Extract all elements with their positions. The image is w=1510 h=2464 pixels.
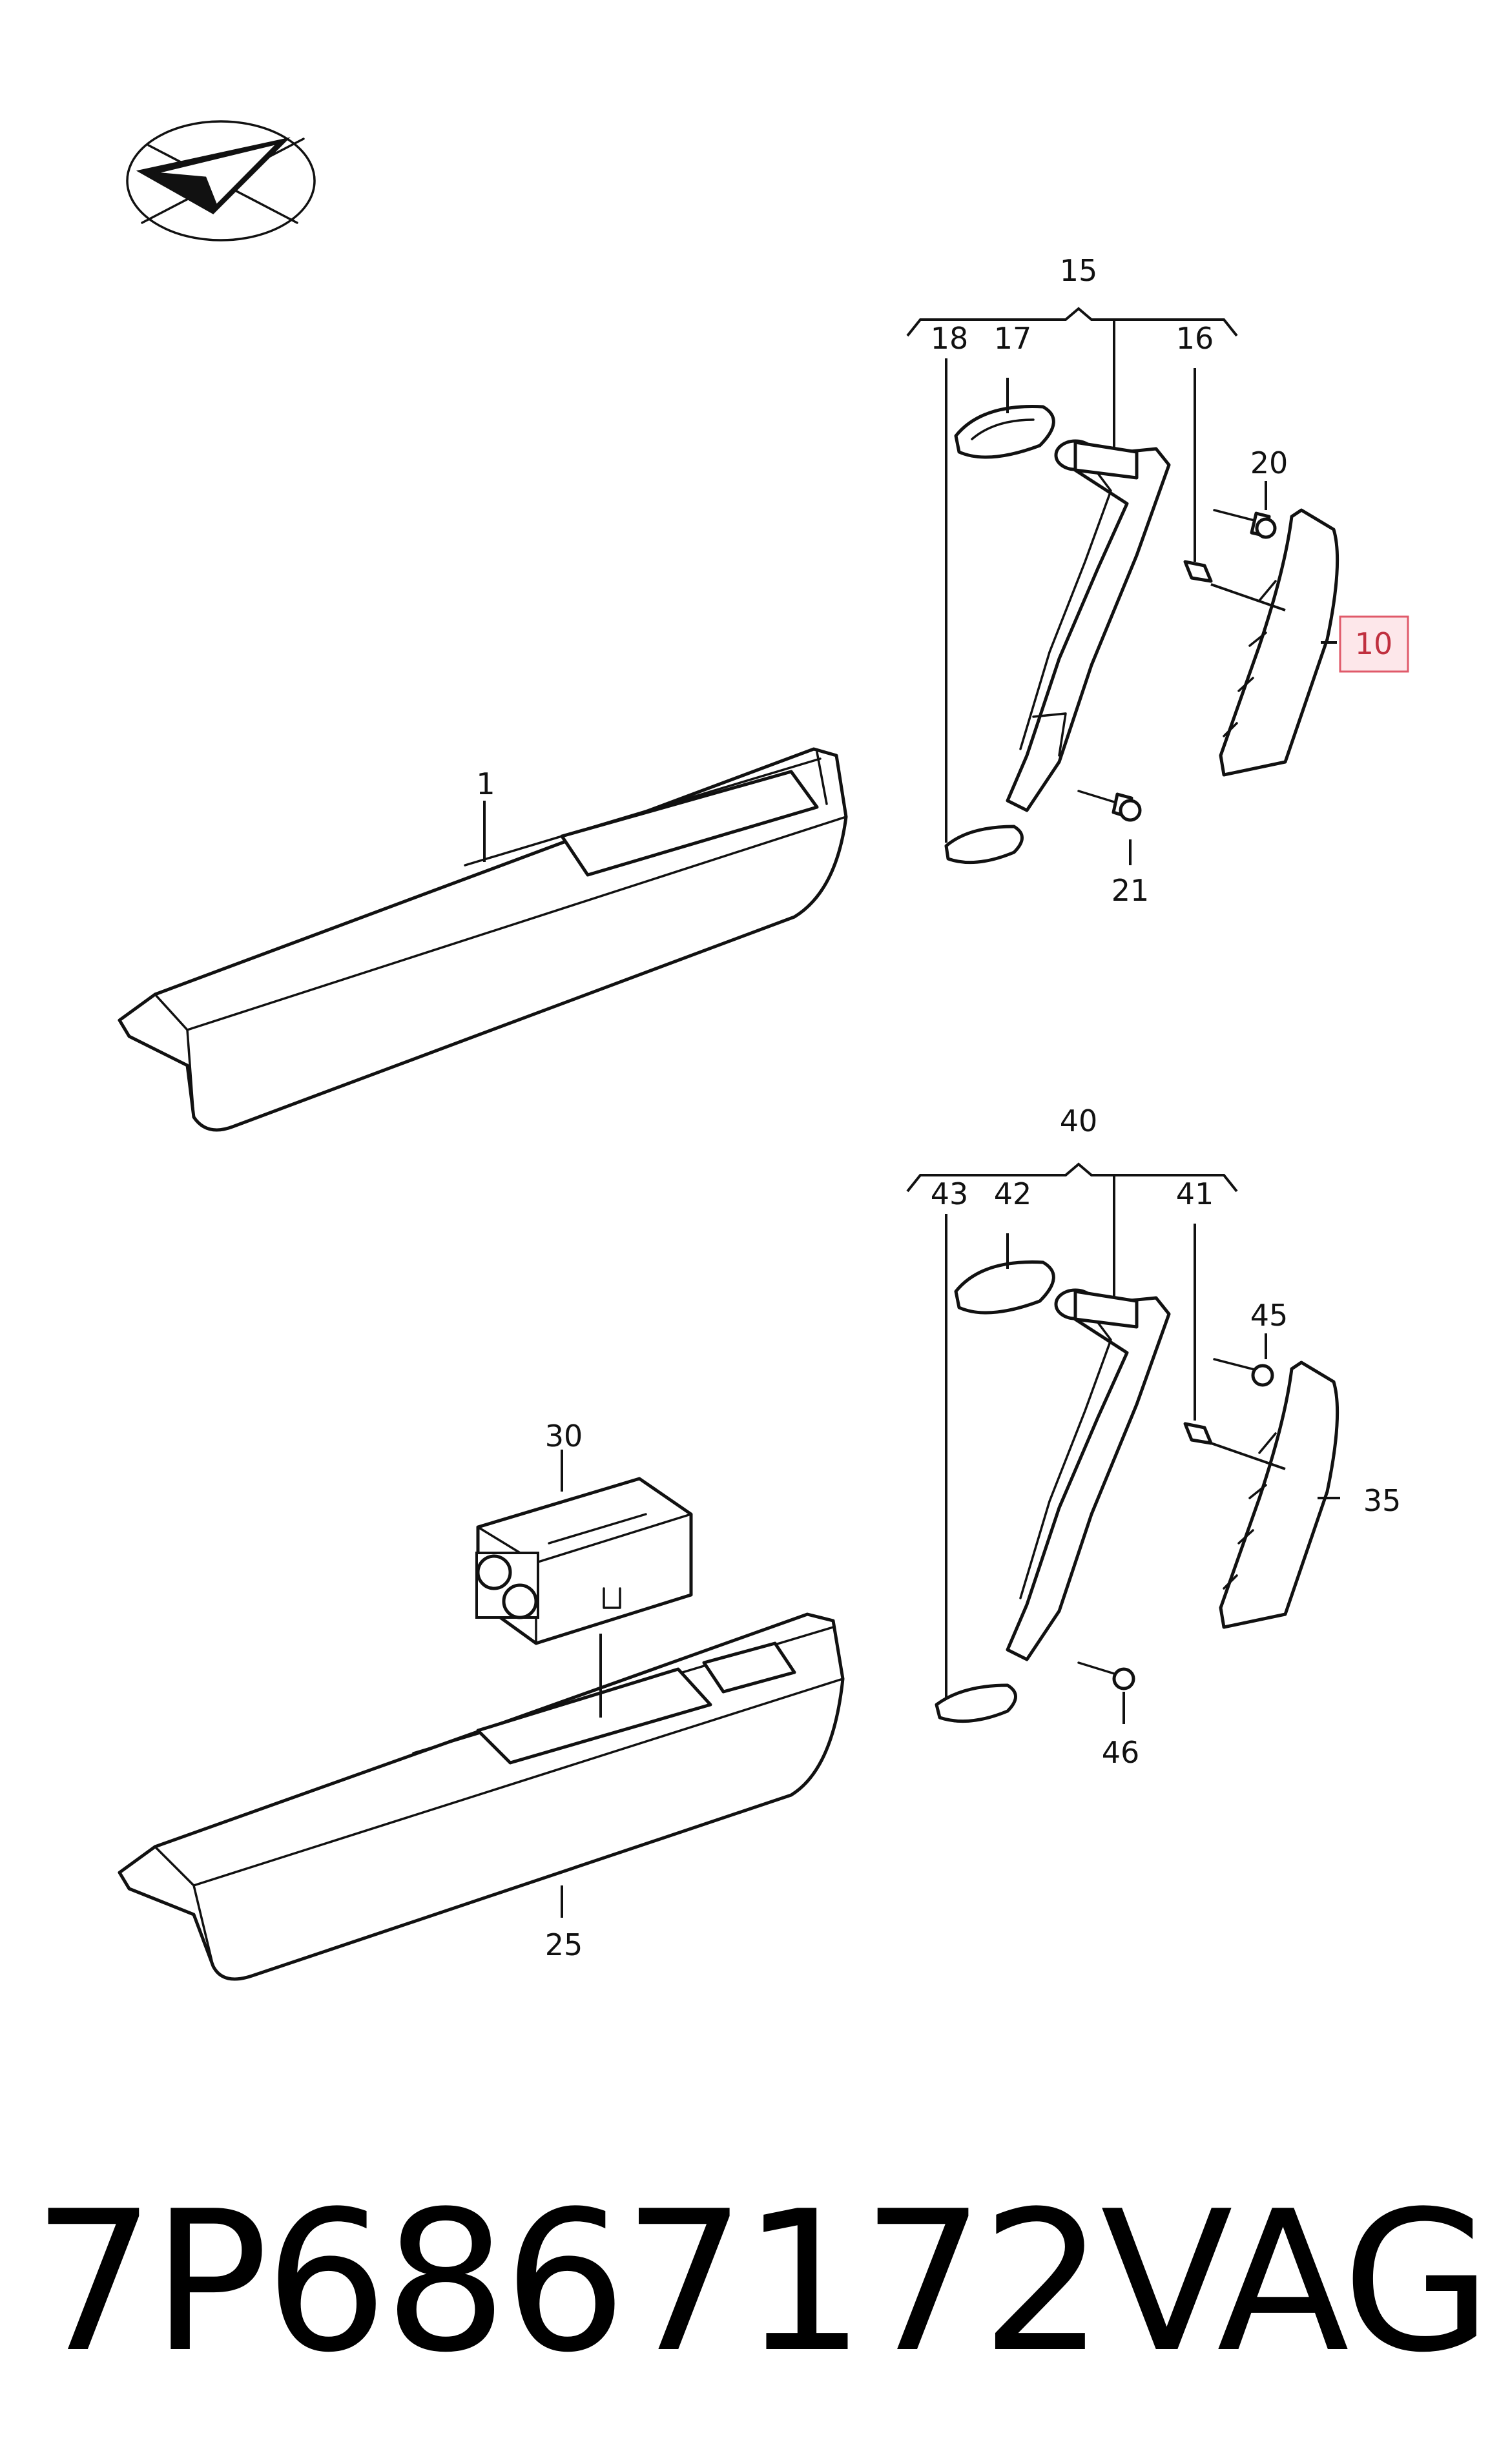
screw-45 [1213,1358,1274,1387]
callout-1[interactable]: 1 [476,766,495,801]
callout-18[interactable]: 18 [931,321,969,356]
grab-handle-lower [1006,1288,1171,1661]
callout-16[interactable]: 16 [1176,321,1214,356]
screw-21 [1077,790,1142,822]
grab-handle-upper [1006,439,1171,812]
callout-25[interactable]: 25 [545,1927,583,1962]
clip-42 [954,1260,1055,1315]
screw-20 [1213,509,1277,539]
direction-arrow-icon [126,120,316,241]
callout-35[interactable]: 35 [1363,1483,1401,1518]
callout-45[interactable]: 45 [1250,1298,1288,1333]
clip-17 [954,405,1055,459]
callout-10[interactable]: 10 [1355,626,1393,661]
callout-15[interactable]: 15 [1060,253,1098,288]
callout-20[interactable]: 20 [1250,446,1288,480]
callout-42[interactable]: 42 [994,1176,1032,1211]
brand-name: VAG [1100,2170,1492,2395]
armrest-lower [118,1612,845,1981]
callout-46[interactable]: 46 [1102,1735,1140,1770]
callout-41[interactable]: 41 [1176,1176,1214,1211]
part-number: 7P6867172 [32,2170,1104,2395]
cover-10 [1219,508,1339,777]
cover-35 [1219,1360,1339,1629]
switch-unit-30 [475,1477,693,1645]
callout-21[interactable]: 21 [1112,873,1150,908]
clip-43 [935,1683,1017,1723]
clip-16 [1183,560,1213,583]
armrest-upper [118,747,848,1132]
callout-30[interactable]: 30 [545,1419,583,1453]
callout-17[interactable]: 17 [994,321,1032,356]
clip-18 [944,825,1024,865]
callout-40[interactable]: 40 [1060,1104,1098,1138]
screw-46 [1077,1661,1135,1690]
footer: 7P6867172 VAG [32,2160,1492,2405]
clip-41 [1183,1422,1213,1445]
callout-43[interactable]: 43 [931,1176,969,1211]
highlight-box [1339,615,1409,673]
